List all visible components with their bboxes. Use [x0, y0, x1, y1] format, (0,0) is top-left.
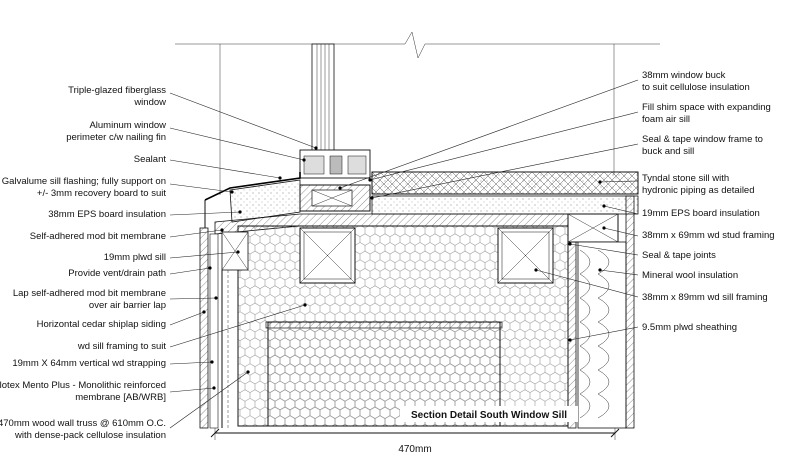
- label-wd-sill-framing: wd sill framing to suit: [77, 341, 167, 352]
- label-89mm-sill-framing: 38mm x 89mm wd sill framing: [642, 292, 768, 303]
- label-19mm-eps: 19mm EPS board insulation: [642, 208, 760, 219]
- label-vent-drain: Provide vent/drain path: [68, 268, 166, 279]
- label-wall-truss: 470mm wood wall truss @ 610mm O.C.with d…: [0, 418, 166, 441]
- label-eps-board: 38mm EPS board insulation: [48, 209, 166, 220]
- exterior-cladding: [199, 227, 229, 429]
- leader-dots: [202, 146, 606, 390]
- stone-sill: [371, 171, 639, 195]
- label-cedar-siding: Horizontal cedar shiplap siding: [37, 319, 166, 330]
- label-plwd-sheathing: 9.5mm plwd sheathing: [642, 322, 737, 333]
- window-buck: [299, 184, 371, 212]
- eps-board: [204, 172, 639, 228]
- wall-truss-cellulose: [237, 225, 569, 427]
- drawing-title: Section Detail South Window Sill: [411, 410, 567, 421]
- triple-glazed-window: [299, 43, 371, 179]
- dimension-line: 470mm: [210, 428, 620, 455]
- label-solotex-membrane: Solotex Mento Plus - Monolithic reinforc…: [0, 380, 166, 403]
- label-sealant: Sealant: [134, 154, 167, 165]
- label-mod-bit-membrane: Self-adhered mod bit membrane: [30, 231, 166, 242]
- leaders-left: [169, 92, 317, 429]
- leaders-right: [339, 79, 639, 341]
- label-mineral-wool: Mineral wool insulation: [642, 270, 738, 281]
- label-plwd-sill: 19mm plwd sill: [104, 252, 166, 263]
- sill-framing: [221, 227, 554, 284]
- dimension-label: 470mm: [398, 444, 431, 455]
- break-line-top: [175, 31, 660, 59]
- label-seal-joints: Seal & tape joints: [642, 250, 716, 261]
- label-vertical-strapping: 19mm X 64mm vertical wd strapping: [12, 358, 166, 369]
- label-stud-framing: 38mm x 69mm wd stud framing: [642, 230, 775, 241]
- interior-framing: [567, 195, 635, 429]
- label-sill-flashing: Galvalume sill flashing; fully support o…: [2, 176, 167, 199]
